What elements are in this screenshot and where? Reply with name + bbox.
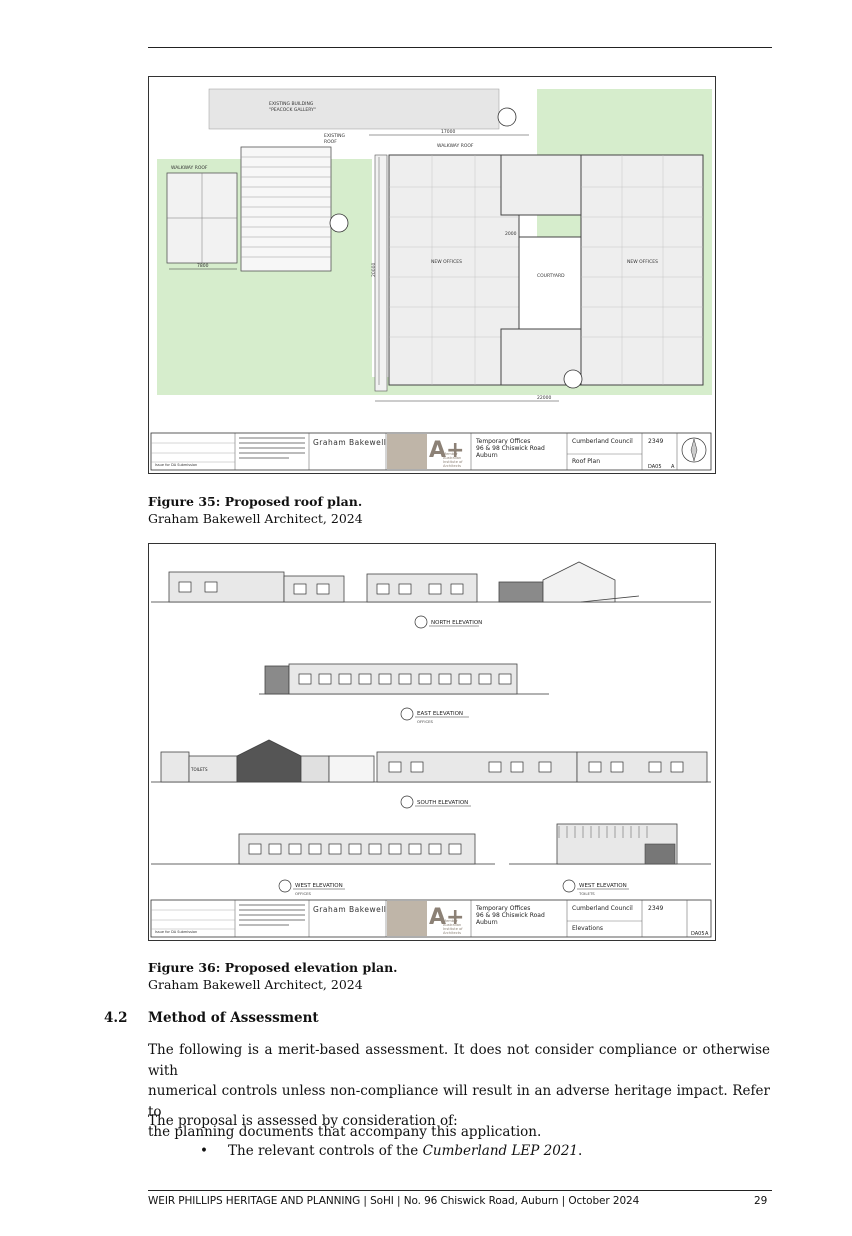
roof-plan-title-block: Issue for DA Submission Graham Bakewell … — [150, 432, 712, 471]
svg-text:Auburn: Auburn — [476, 919, 498, 926]
paragraph-line: numerical controls unless non-compliance… — [148, 1083, 770, 1120]
svg-text:Auburn: Auburn — [476, 452, 498, 459]
offices-left-block — [388, 154, 520, 386]
svg-text:96 & 98 Chiswick Road: 96 & 98 Chiswick Road — [476, 912, 545, 919]
svg-text:2349: 2349 — [648, 905, 663, 912]
svg-text:22000: 22000 — [537, 395, 551, 401]
svg-text:Issue for DA Submission: Issue for DA Submission — [155, 930, 197, 934]
svg-text:Cumberland Council: Cumberland Council — [572, 438, 633, 445]
svg-text:Member: Member — [443, 452, 458, 456]
svg-text:DA05: DA05 — [691, 931, 705, 937]
svg-text:Institute of: Institute of — [443, 927, 463, 931]
figure-36-caption-source: Graham Bakewell Architect, 2024 — [148, 977, 363, 992]
header-rule — [148, 47, 772, 48]
label-new-offices-right: NEW OFFICES — [627, 259, 658, 265]
bullet-icon: • — [200, 1143, 208, 1159]
svg-text:Issue for DA Submission: Issue for DA Submission — [155, 463, 197, 467]
svg-text:ROOF: ROOF — [324, 139, 337, 145]
svg-text:Institute of: Institute of — [443, 460, 463, 464]
svg-text:A: A — [705, 931, 709, 937]
roof-plan-figure: EXISTING BUILDING "PEACOCK GALLERY" EXIS… — [148, 76, 716, 474]
label-north-elevation: NORTH ELEVATION — [431, 620, 482, 626]
deck-lines — [241, 156, 331, 258]
svg-text:DA05: DA05 — [648, 464, 662, 470]
label-courtyard: COURTYARD — [537, 273, 565, 279]
elevation-drawing: NORTH ELEVATION EAST ELEVATION OFFICES T… — [150, 561, 712, 938]
figure-35-caption-title: Figure 35: Proposed roof plan. — [148, 494, 363, 509]
svg-text:EXISTING: EXISTING — [324, 133, 346, 139]
assessment-paragraph: The following is a merit-based assessmen… — [148, 1040, 770, 1143]
svg-text:OFFICES: OFFICES — [295, 891, 312, 896]
label-east-elevation: EAST ELEVATION — [417, 711, 463, 717]
svg-text:Member: Member — [443, 919, 458, 923]
label-west-elevation-toilets: WEST ELEVATION — [579, 883, 627, 889]
assessment-intro: The proposal is assessed by consideratio… — [148, 1113, 458, 1129]
label-new-offices-left: NEW OFFICES — [431, 259, 462, 265]
paragraph-line: the planning documents that accompany th… — [148, 1124, 542, 1140]
roof-plan-drawing: EXISTING BUILDING "PEACOCK GALLERY" EXIS… — [150, 88, 712, 471]
courtyard — [518, 236, 582, 330]
paragraph-line: The following is a merit-based assessmen… — [148, 1042, 770, 1079]
svg-text:TOILETS: TOILETS — [190, 767, 208, 772]
elevation-title-block: Issue for DA Submission Graham Bakewell … — [150, 899, 712, 938]
architect-name: Graham Bakewell — [313, 438, 386, 447]
elevation-plan-figure: NORTH ELEVATION EAST ELEVATION OFFICES T… — [148, 543, 716, 941]
svg-text:OFFICES: OFFICES — [417, 719, 434, 724]
footer-text: WEIR PHILLIPS HERITAGE AND PLANNING | So… — [148, 1195, 640, 1207]
svg-text:Australian: Australian — [443, 923, 461, 927]
svg-text:Australian: Australian — [443, 456, 461, 460]
existing-building-area — [208, 88, 500, 130]
svg-text:Temporary Offices: Temporary Offices — [475, 905, 530, 912]
svg-text:2000: 2000 — [505, 231, 517, 237]
aia-logo-2: A+ Member Australian Institute of Archit… — [387, 901, 464, 936]
label-west-elevation-offices: WEST ELEVATION — [295, 883, 343, 889]
svg-text:Architects: Architects — [443, 931, 461, 935]
label-walkway-roof-top: WALKWAY ROOF — [437, 143, 474, 149]
lep-reference: Cumberland LEP 2021 — [422, 1143, 579, 1159]
footer-rule — [148, 1190, 772, 1191]
label-walkway-roof-left: WALKWAY ROOF — [171, 165, 208, 171]
svg-text:17000: 17000 — [441, 129, 455, 135]
section-number: 4.2 — [104, 1010, 128, 1026]
svg-text:A+: A+ — [429, 438, 464, 463]
label-peacock-gallery: "PEACOCK GALLERY" — [269, 107, 316, 113]
svg-text:7800: 7800 — [197, 263, 209, 269]
figure-35-caption-source: Graham Bakewell Architect, 2024 — [148, 511, 363, 526]
svg-text:Elevations: Elevations — [572, 925, 603, 932]
deck-area — [240, 146, 332, 272]
section-title: Method of Assessment — [148, 1010, 319, 1026]
label-existing-building: EXISTING BUILDING — [269, 101, 314, 107]
svg-text:A: A — [671, 464, 675, 470]
svg-text:2349: 2349 — [648, 438, 663, 445]
svg-text:Temporary Offices: Temporary Offices — [475, 438, 530, 445]
svg-text:96 & 98 Chiswick Road: 96 & 98 Chiswick Road — [476, 445, 545, 452]
figure-36-caption-title: Figure 36: Proposed elevation plan. — [148, 960, 398, 975]
svg-text:TOILETS: TOILETS — [578, 891, 595, 896]
svg-text:Architects: Architects — [443, 464, 461, 468]
aia-logo: A+ Member Australian Institute of Archit… — [387, 434, 464, 469]
svg-text:Graham Bakewell: Graham Bakewell — [313, 905, 386, 914]
svg-text:A+: A+ — [429, 905, 464, 930]
bullet-item: The relevant controls of the Cumberland … — [228, 1143, 583, 1159]
offices-right-block — [580, 154, 704, 386]
page-number: 29 — [754, 1195, 768, 1207]
svg-text:20000: 20000 — [371, 263, 377, 277]
svg-text:Roof Plan: Roof Plan — [572, 458, 600, 465]
svg-text:Cumberland Council: Cumberland Council — [572, 905, 633, 912]
label-south-elevation: SOUTH ELEVATION — [417, 800, 468, 806]
